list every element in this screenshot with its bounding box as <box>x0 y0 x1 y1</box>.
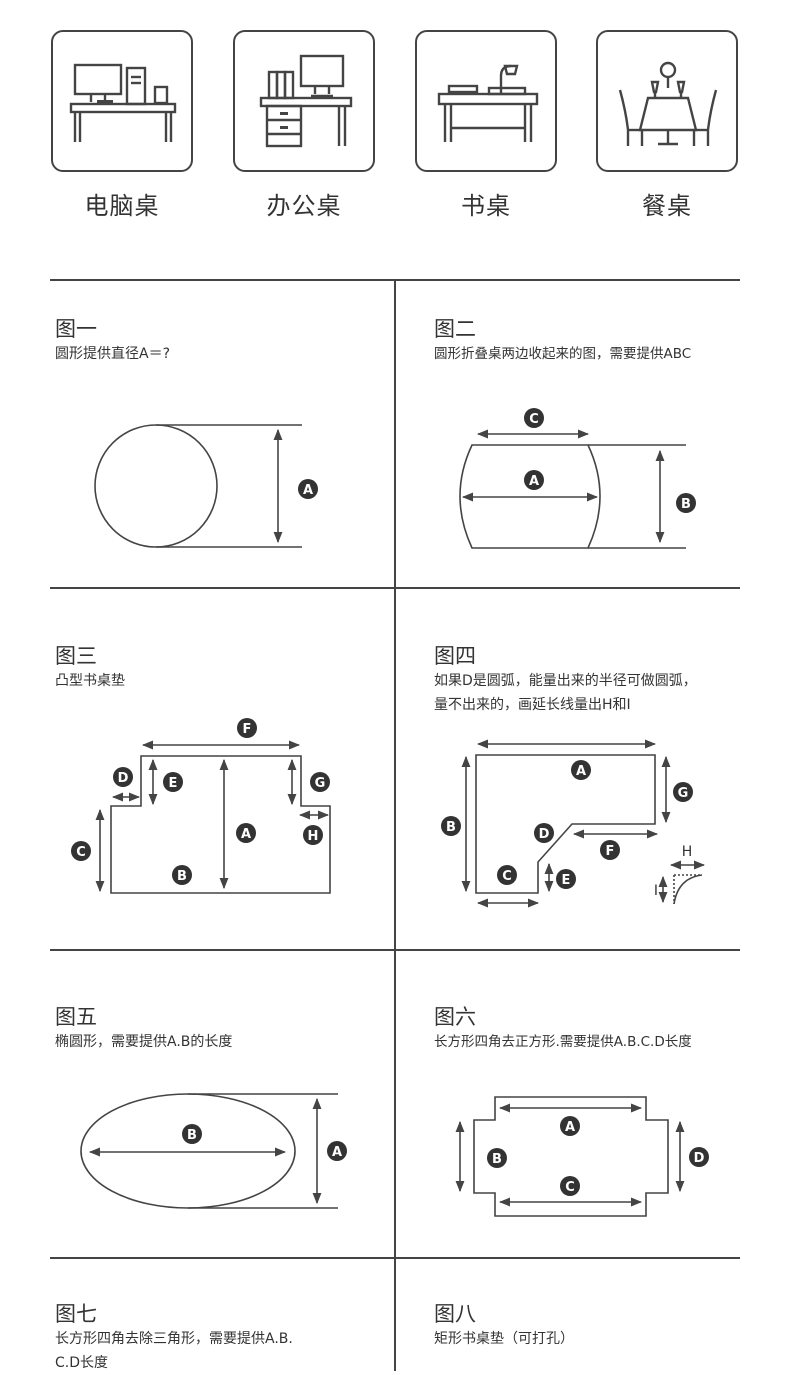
figure-description: 圆形折叠桌两边收起来的图，需要提供ABC <box>434 346 692 362</box>
figure-title: 图七 <box>55 1302 97 1326</box>
marker-e: E <box>556 869 576 889</box>
category-label: 餐桌 <box>642 192 692 220</box>
figure-description: 如果D是圆弧，能量出来的半径可做圆弧， <box>434 673 697 689</box>
label-i: I <box>654 883 658 899</box>
marker-letter: B <box>492 1152 502 1167</box>
marker-b: B <box>487 1148 507 1168</box>
figure-description: 长方形四角去正方形.需要提供A.B.C.D长度 <box>434 1034 692 1050</box>
figure-title: 图二 <box>434 317 476 341</box>
office-desk-icon <box>259 54 353 148</box>
category-label: 书桌 <box>461 192 511 220</box>
marker-b: B <box>441 816 461 836</box>
marker-letter: F <box>606 844 615 859</box>
marker-g: G <box>310 772 330 792</box>
marker-letter: A <box>565 1120 575 1135</box>
marker-letter: E <box>562 873 571 888</box>
marker-d: D <box>113 767 133 787</box>
marker-letter: D <box>694 1151 705 1166</box>
marker-letter: A <box>332 1145 342 1160</box>
marker-b: B <box>676 493 696 513</box>
grid-divider-vertical <box>394 280 396 1371</box>
figure-2-folding-table <box>459 429 686 549</box>
marker-letter: C <box>529 412 539 427</box>
category-label: 办公桌 <box>266 192 342 220</box>
figure-title: 图一 <box>55 317 97 341</box>
computer-desk-card[interactable] <box>51 30 193 172</box>
marker-letter: E <box>169 776 178 791</box>
marker-letter: F <box>243 722 252 737</box>
figure-description: 圆形提供直径A＝? <box>55 346 171 362</box>
figure-4-l-shape <box>461 739 706 908</box>
computer-desk-icon <box>69 63 177 142</box>
marker-d: D <box>689 1147 709 1167</box>
marker-b: B <box>182 1124 202 1144</box>
marker-d: D <box>534 823 554 843</box>
marker-letter: H <box>308 829 319 844</box>
marker-letter: D <box>118 771 129 786</box>
figure-description: C.D长度 <box>55 1355 109 1371</box>
figure-title: 图四 <box>434 644 476 668</box>
marker-a: A <box>524 470 544 490</box>
figure-title: 图五 <box>55 1005 97 1029</box>
marker-a: A <box>236 823 256 843</box>
figure-title: 图三 <box>55 644 97 668</box>
figure-5-ellipse <box>80 1093 338 1209</box>
marker-c: C <box>497 865 517 885</box>
figure-description: 矩形书桌垫（可打孔） <box>434 1331 574 1347</box>
marker-a: A <box>298 479 318 499</box>
figure-3-convex-mat <box>95 740 331 894</box>
figure-description: 椭圆形，需要提供A.B的长度 <box>55 1034 233 1050</box>
figure-6-notched-rectangle <box>455 1096 685 1217</box>
study-desk-card[interactable] <box>415 30 557 172</box>
marker-c: C <box>71 841 91 861</box>
marker-e: E <box>163 772 183 792</box>
figure-title: 图八 <box>434 1302 476 1326</box>
figure-description: 量不出来的，画延长线量出H和I <box>434 697 631 713</box>
marker-b: B <box>172 865 192 885</box>
label-h: H <box>682 844 693 860</box>
figure-1-circle <box>94 424 302 548</box>
marker-c: C <box>560 1176 580 1196</box>
marker-letter: C <box>502 869 512 884</box>
figure-description: 长方形四角去除三角形，需要提供A.B. <box>55 1331 293 1347</box>
marker-a: A <box>560 1116 580 1136</box>
marker-letter: C <box>565 1180 575 1195</box>
marker-letter: G <box>678 786 689 801</box>
figure-title: 图六 <box>434 1005 476 1029</box>
marker-letter: A <box>303 483 313 498</box>
study-desk-icon <box>437 64 539 142</box>
marker-c: C <box>524 408 544 428</box>
marker-letter: B <box>446 820 456 835</box>
marker-letter: G <box>315 776 326 791</box>
marker-letter: D <box>539 827 550 842</box>
marker-f: F <box>237 718 257 738</box>
marker-letter: B <box>177 869 187 884</box>
marker-f: F <box>600 840 620 860</box>
dining-table-icon <box>618 61 718 146</box>
marker-g: G <box>673 782 693 802</box>
marker-letter: B <box>681 497 691 512</box>
category-label: 电脑桌 <box>84 192 160 220</box>
marker-letter: C <box>76 845 86 860</box>
marker-letter: A <box>529 474 539 489</box>
marker-letter: B <box>187 1128 197 1143</box>
figure-description: 凸型书桌垫 <box>55 673 125 689</box>
marker-letter: A <box>576 764 586 779</box>
marker-a: A <box>327 1141 347 1161</box>
dining-table-card[interactable] <box>596 30 738 172</box>
marker-h: H <box>303 825 323 845</box>
marker-a: A <box>571 760 591 780</box>
office-desk-card[interactable] <box>233 30 375 172</box>
marker-letter: A <box>241 827 251 842</box>
